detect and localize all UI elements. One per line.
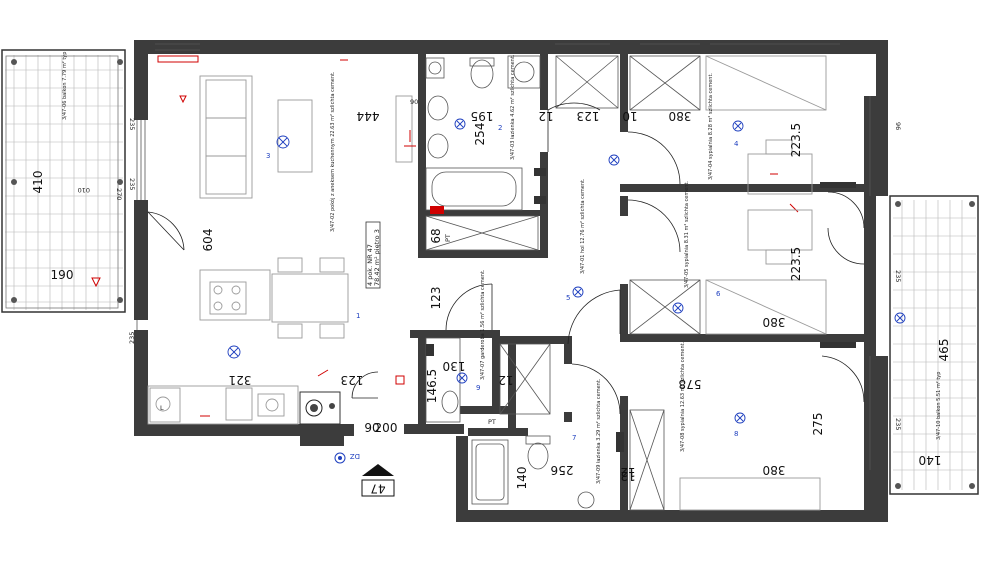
entry-number: 47 <box>370 482 385 496</box>
marker-room-8: 8 <box>734 430 738 438</box>
marker-room-6: 6 <box>716 290 721 298</box>
label-balcony-right: 3/47-10 balkon 5.51 m² typ <box>936 372 942 440</box>
label-bed2: 3/47-05 sypialnia 8.31 m² szlichta cemen… <box>684 181 690 288</box>
living-room: 4 pok. NR 47 78.42 m² piętro 3 3/47-02 p… <box>91 55 413 425</box>
dim-living-top: 444 <box>357 109 380 123</box>
label-toilet: 3/47-07 garderoba 1.56 m² szlichta cemen… <box>480 269 486 380</box>
label-hall: 3/47-01 hol 12.76 m² szlichta cement. <box>580 178 586 274</box>
entry-marker: 47 DZ <box>334 452 395 497</box>
flat-label-2: 78.42 m² piętro 3 <box>373 229 381 286</box>
dim-bath-68: 68 <box>429 228 443 243</box>
bedroom-2: 380 223.5 3/47-05 sypialnia 8.31 m² szli… <box>629 181 865 348</box>
dim-wc-140: 140 <box>515 467 529 490</box>
dim-door-200: 200 <box>375 421 398 435</box>
marker-room-7: 7 <box>572 434 576 442</box>
label-bath: 3/47-03 łazienka 4.62 m² szlichta cement… <box>510 54 516 160</box>
dim-toilet-146: 146.5 <box>425 369 439 403</box>
dim-hall-123b: 123 <box>577 109 600 123</box>
hall: 3/47-01 hol 12.76 m² szlichta cement. 12… <box>429 109 681 345</box>
dim-balcony-left-height: 410 <box>31 171 45 194</box>
label-bed3: 3/47-08 sypialnia 12.63 m² szlichta ceme… <box>680 341 686 452</box>
dim-wc-12: 12 <box>620 469 635 483</box>
dim-balcony-left-width: 190 <box>51 268 74 282</box>
dim-bed3-top: 578 <box>679 377 702 391</box>
height-mark-6: 235 <box>894 418 902 430</box>
balcony-left: 410 190 3/47-06 balkon 7.79 m² typ 010 2… <box>1 49 136 313</box>
dim-bath-top: 195 <box>471 109 494 123</box>
marker-room-3: 3 <box>266 152 270 160</box>
marker-room-1: 1 <box>356 312 360 320</box>
walls <box>134 40 888 522</box>
balcony-right: 465 140 3/47-10 balkon 5.51 m² typ 235 2… <box>128 118 979 495</box>
dim-living-height: 604 <box>201 229 215 252</box>
dim-corr-123: 123 <box>429 287 443 310</box>
dim-bed3-height: 275 <box>811 413 825 436</box>
marker-pt2: PT <box>488 418 496 426</box>
dim-bed3-12: 12 <box>620 465 635 479</box>
dim-bed1-height: 223.5 <box>789 123 803 157</box>
dim-balcony-right-width: 140 <box>919 453 942 467</box>
height-mark-3: 235 <box>128 178 136 190</box>
bedroom-3: 578 380 275 12 3/47-08 sypialnia 12.63 m… <box>620 341 865 511</box>
dim-bed3-width: 380 <box>763 463 786 477</box>
dim-door-90: 90 <box>364 421 379 435</box>
dim-hall-123a: 123 <box>341 373 364 387</box>
marker-room-2: 2 <box>498 124 502 132</box>
height-mark-9: 235 <box>128 118 136 130</box>
marker-pt: PT <box>444 234 452 242</box>
dim-wc-256: 256 <box>551 463 574 477</box>
marker-room-4: 4 <box>734 140 739 148</box>
height-mark-5: 235 <box>894 270 902 282</box>
windows <box>136 43 871 470</box>
dim-bed2-height: 223.5 <box>789 247 803 281</box>
dim-bed2-width: 380 <box>763 315 786 329</box>
dim-corr-10: 10 <box>622 109 637 123</box>
height-mark-8: 235 <box>128 332 136 344</box>
marker-l: L <box>160 404 164 412</box>
dim-bath-height: 254 <box>473 123 487 146</box>
dz-label: DZ <box>350 452 360 460</box>
dim-balcony-right-height: 465 <box>937 339 951 362</box>
toilet: 130 146.5 12 3/47-07 garderoba 1.56 m² s… <box>364 269 551 435</box>
dim-bed1-width: 380 <box>669 109 692 123</box>
label-wc: 3/47-09 łazienka 3.29 m² szlichta cement… <box>596 378 602 484</box>
height-mark-7: 96 <box>894 122 902 130</box>
dim-kitchen-width: 321 <box>229 373 252 387</box>
dim-bath-12b: 12 <box>498 373 513 387</box>
wc: 256 140 3/47-09 łazienka 3.29 m² szlicht… <box>471 363 636 509</box>
bathroom: 195 254 68 PT 12 3/47-03 łazienka 4.62 m… <box>404 54 619 251</box>
height-mark-4: 90 <box>410 98 418 106</box>
label-bed1: 3/47-04 sypialnia 8.28 m² szlichta cemen… <box>708 73 714 180</box>
dim-toilet-130: 130 <box>443 359 466 373</box>
dim-bath-12a: 12 <box>538 109 553 123</box>
height-mark-2: 270 <box>115 188 123 200</box>
height-mark-1: 010 <box>78 186 90 194</box>
label-balcony-left: 3/47-06 balkon 7.79 m² typ <box>62 52 68 120</box>
flat-label-1: 4 pok. NR 47 <box>366 244 374 286</box>
marker-room-5: 5 <box>566 294 570 302</box>
marker-room-9: 9 <box>476 384 480 392</box>
bedroom-1: 380 223.5 3/47-04 sypialnia 8.28 m² szli… <box>629 55 865 229</box>
label-living: 3/47-02 pokój z aneksem kuchennym 22.63 … <box>329 71 336 232</box>
